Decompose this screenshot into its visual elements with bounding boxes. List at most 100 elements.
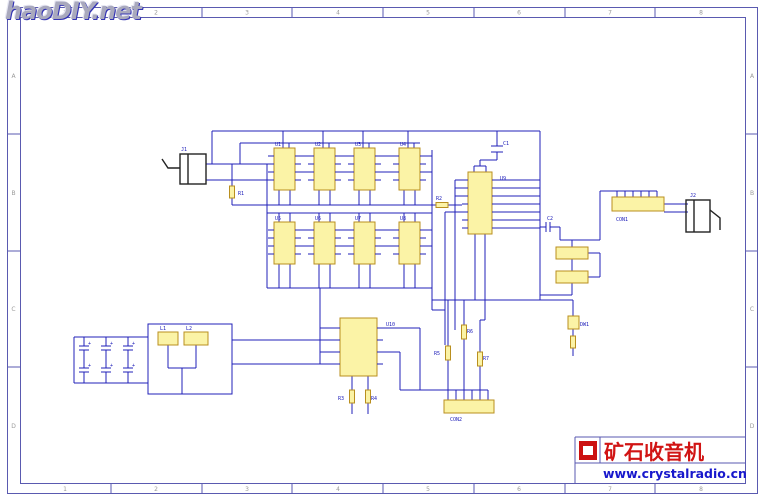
svg-text:A: A (750, 73, 755, 80)
label-u10: U10 (386, 322, 395, 328)
ic-u9 (467, 171, 493, 235)
resistor-r6 (461, 324, 467, 340)
label-c1: C1 (503, 141, 509, 147)
svg-text:B: B (750, 190, 754, 197)
label-u6: U6 (315, 216, 321, 222)
resistor-r7 (477, 351, 483, 367)
ic-u4 (398, 147, 421, 191)
jack-j1 (161, 153, 207, 185)
label-con1: CON1 (616, 217, 628, 223)
brand-url: www.crystalradio.cn (603, 466, 747, 481)
svg-text:4: 4 (336, 10, 340, 17)
component-labels: J1 R1 U1 U2 U3 U4 U5 U6 U7 U8 U9 U10 R2 … (88, 141, 696, 423)
svg-text:D: D (750, 423, 755, 430)
label-u1: U1 (275, 142, 281, 148)
psu-part-l2 (183, 331, 209, 346)
svg-text:2: 2 (154, 10, 158, 17)
label-dw1: DW1 (580, 322, 589, 328)
svg-text:7: 7 (608, 10, 612, 17)
label-j1: J1 (181, 147, 187, 153)
svg-text:1: 1 (63, 10, 67, 17)
jack-j2 (685, 199, 721, 233)
svg-text:C: C (11, 306, 15, 313)
resistor-r2 (435, 202, 449, 208)
components (157, 147, 665, 414)
svg-text:8: 8 (699, 486, 703, 493)
resistor-r5 (445, 345, 451, 361)
svg-text:6: 6 (517, 10, 521, 17)
label-j2: J2 (690, 193, 696, 199)
resistor-r3 (349, 389, 355, 404)
svg-text:5: 5 (426, 486, 430, 493)
label-u5: U5 (275, 216, 281, 222)
module-box-2 (555, 270, 589, 284)
svg-text:C: C (750, 306, 754, 313)
resistor-r1 (229, 185, 235, 199)
wire-network (73, 130, 688, 414)
ic-u6 (313, 221, 336, 265)
ic-u7 (353, 221, 376, 265)
svg-text:1: 1 (63, 486, 67, 493)
svg-text:6: 6 (517, 486, 521, 493)
ic-u10 (339, 317, 378, 377)
ic-pins (268, 155, 498, 365)
label-l2: L2 (186, 326, 192, 332)
label-u4: U4 (400, 142, 406, 148)
svg-text:7: 7 (608, 486, 612, 493)
watermark-text: haoDIY.net (5, 0, 142, 25)
label-r6: R6 (467, 329, 473, 335)
brand-logo-inner (583, 446, 593, 455)
polarity-plus: + (110, 341, 113, 347)
label-r5: R5 (434, 351, 440, 357)
filter-capacitors (79, 345, 133, 373)
svg-text:B: B (11, 190, 15, 197)
label-u9: U9 (500, 176, 506, 182)
title-block: 矿石收音机 www.crystalradio.cn (574, 436, 747, 484)
label-u2: U2 (315, 142, 321, 148)
label-u7: U7 (355, 216, 361, 222)
polarity-plus: + (88, 363, 91, 369)
svg-text:3: 3 (245, 10, 249, 17)
svg-text:A: A (11, 73, 16, 80)
brand-title: 矿石收音机 (604, 440, 704, 464)
ic-u3 (353, 147, 376, 191)
polarity-plus: + (132, 341, 135, 347)
module-box-1 (555, 246, 589, 260)
capacitor-c2 (545, 222, 551, 232)
svg-text:8: 8 (699, 10, 703, 17)
connector-con1 (611, 196, 665, 212)
capacitor-symbols (79, 145, 551, 373)
svg-text:4: 4 (336, 486, 340, 493)
capacitor-c1 (491, 145, 503, 153)
svg-text:2: 2 (154, 486, 158, 493)
polarity-plus: + (88, 341, 91, 347)
label-r2: R2 (436, 196, 442, 202)
zone-labels: 1 2 3 4 5 6 7 8 1 2 3 4 5 6 7 8 A B C D A B C D (11, 10, 755, 494)
label-c2: C2 (547, 216, 553, 222)
label-l1: L1 (160, 326, 166, 332)
svg-text:3: 3 (245, 486, 249, 493)
label-r4: R4 (371, 396, 377, 402)
polarity-plus: + (132, 363, 135, 369)
label-con2: CON2 (450, 417, 462, 423)
label-r1: R1 (238, 191, 244, 197)
ic-u5 (273, 221, 296, 265)
ic-u2 (313, 147, 336, 191)
label-u8: U8 (400, 216, 406, 222)
svg-text:D: D (11, 423, 16, 430)
psu-part-l1 (157, 331, 179, 346)
ic-u8 (398, 221, 421, 265)
label-u3: U3 (355, 142, 361, 148)
ic-u1 (273, 147, 296, 191)
svg-text:5: 5 (426, 10, 430, 17)
diode-dw1 (567, 315, 580, 330)
polarity-plus: + (110, 363, 113, 369)
sheet-border (7, 7, 758, 494)
resistor-rdw (570, 335, 576, 349)
psu-block-outline (147, 323, 233, 395)
resistor-r4 (365, 389, 371, 404)
connector-con2 (443, 399, 495, 414)
label-r3: R3 (338, 396, 344, 402)
